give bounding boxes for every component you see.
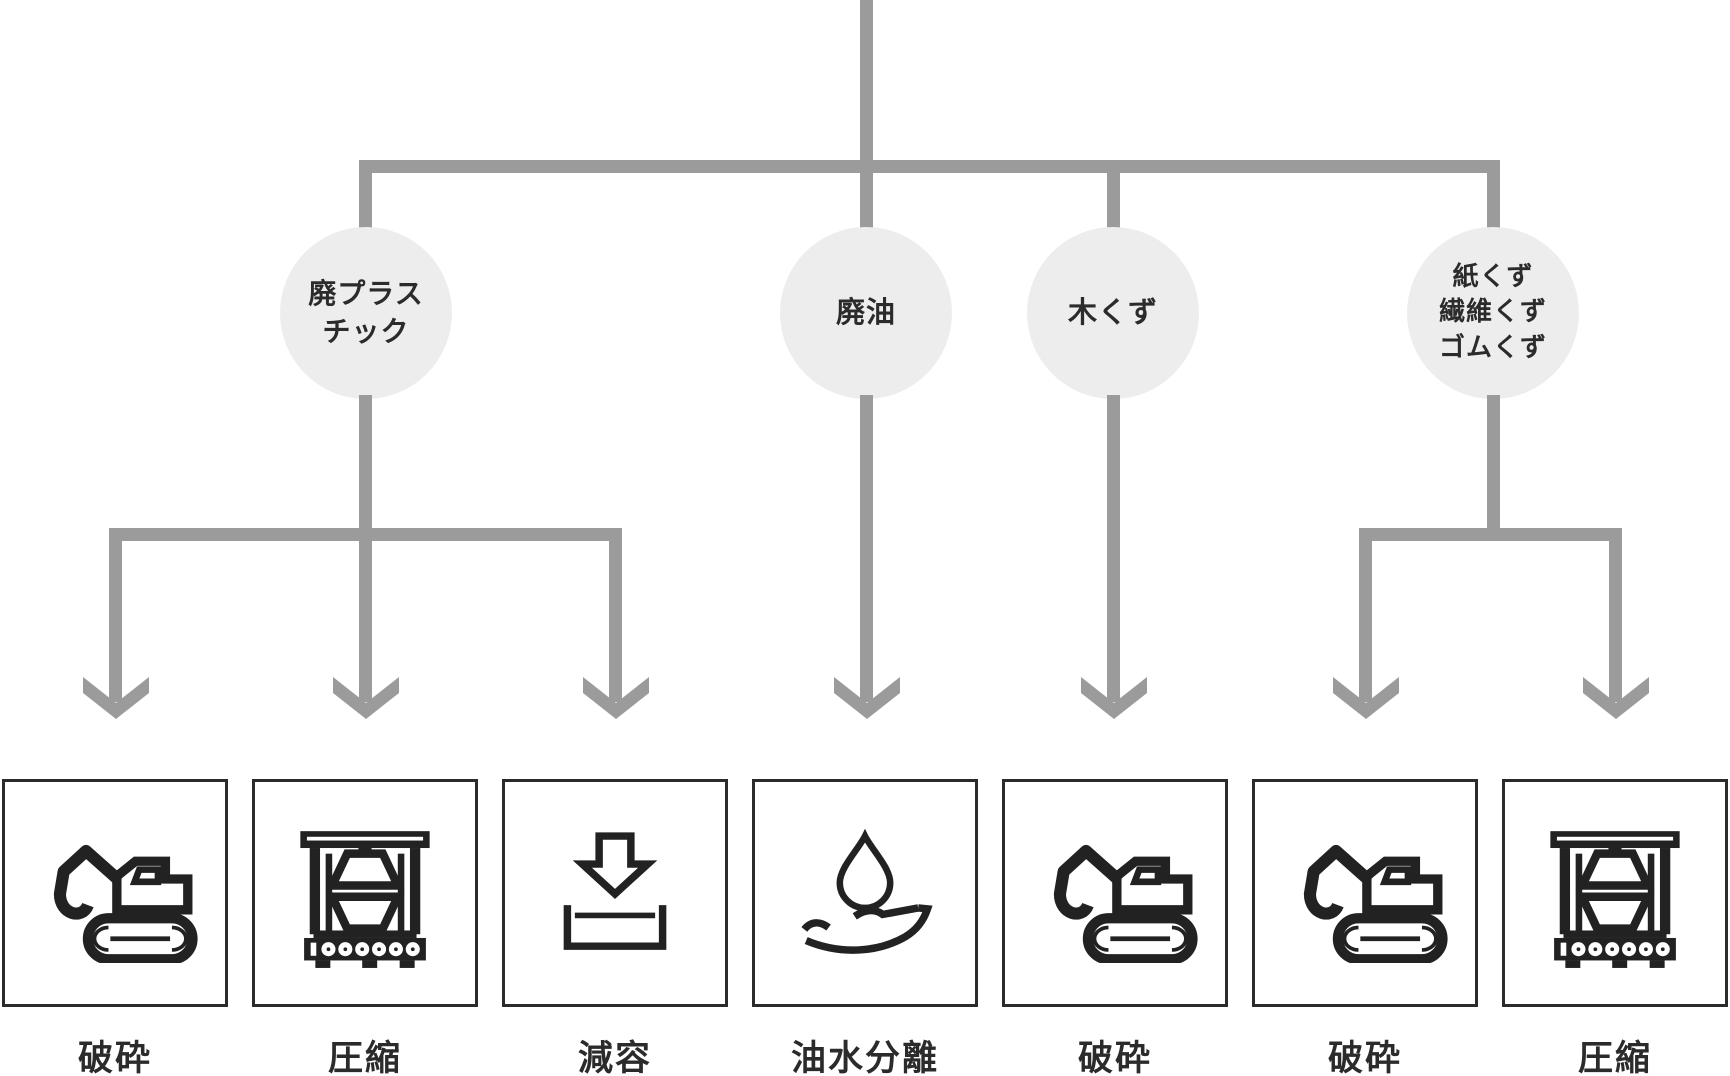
compactor-press-icon	[300, 831, 430, 968]
connector-paper-bar	[1359, 528, 1621, 541]
arrow-shaft-oil	[860, 395, 873, 702]
arrowhead-icon	[1081, 677, 1147, 719]
connector-paper-stem	[1487, 395, 1500, 533]
category-label: チック	[322, 315, 410, 348]
category-node-waste-plastic: 廃プラス チック	[280, 227, 452, 399]
process-box-compress-paper	[1502, 779, 1728, 1007]
connector-drop-oil	[860, 160, 873, 228]
category-label: 廃プラス	[308, 277, 424, 311]
process-label-crush-plastic: 破砕	[77, 1039, 152, 1076]
process-label-oil-water-separation: 油水分離	[790, 1039, 939, 1076]
process-box-volume-reduction	[502, 779, 728, 1007]
crusher-excavator-icon	[1053, 844, 1198, 963]
connector-main-stem	[860, 0, 873, 166]
process-label-compress-plastic: 圧縮	[327, 1039, 402, 1076]
category-node-paper-fiber-rubber: 紙くず 繊維くず ゴムくず	[1407, 227, 1579, 399]
category-label: 木くず	[1067, 295, 1158, 330]
volume-reduction-icon	[563, 832, 667, 950]
arrow-shaft-reduce	[609, 528, 622, 702]
category-label: 繊維くず	[1438, 297, 1547, 328]
arrow-shaft-wood	[1107, 395, 1120, 702]
arrow-shaft-crush3	[1359, 528, 1372, 702]
category-node-waste-oil: 廃油	[780, 227, 952, 399]
arrow-shaft-crush1	[109, 528, 122, 702]
connector-plastic-stem	[359, 395, 372, 533]
compactor-press-icon	[1550, 831, 1680, 968]
connector-drop-plastic	[359, 160, 372, 228]
crusher-excavator-icon	[53, 844, 198, 963]
arrowhead-icon	[583, 677, 649, 719]
crusher-excavator-icon	[1303, 844, 1448, 963]
arrowhead-icon	[1583, 677, 1649, 719]
category-label: 廃油	[835, 295, 896, 330]
arrowhead-icon	[1333, 677, 1399, 719]
process-box-crush-paper	[1252, 779, 1478, 1007]
category-label: ゴムくず	[1438, 332, 1547, 363]
process-box-crush-plastic	[2, 779, 228, 1007]
process-box-crush-wood	[1002, 779, 1228, 1007]
arrow-shaft-compress1	[359, 528, 372, 702]
process-box-compress-plastic	[252, 779, 478, 1007]
process-label-compress-paper: 圧縮	[1577, 1039, 1652, 1076]
category-label: 紙くず	[1452, 262, 1534, 293]
arrowhead-icon	[333, 677, 399, 719]
arrowhead-icon	[834, 677, 900, 719]
connector-main-bar	[359, 160, 1500, 173]
arrowhead-icon	[83, 677, 149, 719]
oil-water-separation-icon	[801, 828, 933, 954]
connector-drop-paper	[1487, 160, 1500, 228]
process-label-crush-wood: 破砕	[1077, 1039, 1152, 1076]
process-label-crush-paper: 破砕	[1327, 1039, 1402, 1076]
process-box-oil-water-separation	[752, 779, 978, 1007]
arrow-shaft-compress2	[1609, 528, 1622, 702]
category-node-wood-scrap: 木くず	[1027, 227, 1199, 399]
connector-drop-wood	[1107, 160, 1120, 228]
process-label-volume-reduction: 減容	[577, 1039, 652, 1076]
